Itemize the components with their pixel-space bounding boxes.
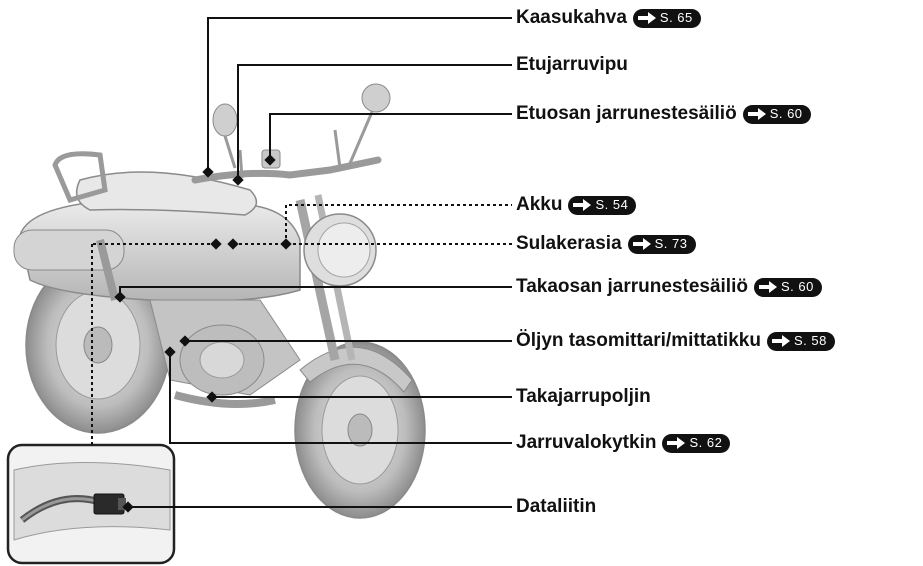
label-text: Sulakerasia (516, 233, 622, 254)
label-text: Etuosan jarrunestesäiliö (516, 103, 737, 124)
label-etuosan-jarrunestesailio: Etuosan jarrunestesäiliö S. 60 (516, 103, 811, 125)
page-ref: S. 65 (659, 10, 693, 25)
label-text: Jarruvalokytkin (516, 432, 657, 453)
page-ref: S. 60 (780, 279, 814, 294)
label-oljyn-tasomittari: Öljyn tasomittari/mittatikku S. 58 (516, 330, 835, 352)
front-wheel (294, 341, 426, 519)
label-takajarrupoljin: Takajarrupoljin (516, 386, 651, 408)
arrow-right-icon (667, 437, 686, 449)
label-jarruvalokytkin: Jarruvalokytkin S. 62 (516, 432, 731, 454)
page-ref: S. 73 (654, 236, 688, 251)
label-takaosan-jarrunestesailio: Takaosan jarrunestesäiliö S. 60 (516, 276, 822, 298)
arrow-right-icon (637, 12, 656, 24)
page-ref-badge[interactable]: S. 58 (766, 331, 835, 351)
page-ref: S. 54 (595, 197, 629, 212)
label-dataliitin: Dataliitin (516, 496, 596, 518)
label-text: Etujarruvipu (516, 54, 628, 75)
page-ref: S. 58 (793, 333, 827, 348)
motorcycle-body (13, 83, 391, 408)
label-text: Akku (516, 194, 563, 215)
label-akku: Akku S. 54 (516, 194, 637, 216)
arrow-right-icon (758, 281, 777, 293)
page-ref: S. 62 (689, 435, 723, 450)
arrow-right-icon (632, 238, 651, 250)
page-ref-badge[interactable]: S. 73 (627, 234, 696, 254)
rear-wheel (25, 256, 171, 434)
label-etujarruvipu: Etujarruvipu (516, 54, 628, 76)
page-ref-badge[interactable]: S. 54 (568, 195, 637, 215)
label-sulakerasia: Sulakerasia S. 73 (516, 233, 696, 255)
label-text: Dataliitin (516, 496, 597, 517)
label-text: Takaosan jarrunestesäiliö (516, 276, 748, 297)
leader-dots (114, 154, 292, 513)
arrow-right-icon (573, 199, 592, 211)
label-text: Takajarrupoljin (516, 386, 651, 407)
page-ref-badge[interactable]: S. 65 (632, 8, 701, 28)
inset-box (6, 443, 176, 565)
page-ref-badge[interactable]: S. 60 (753, 277, 822, 297)
label-text: Kaasukahva (516, 7, 627, 28)
label-text: Öljyn tasomittari/mittatikku (516, 330, 761, 351)
page-ref-badge[interactable]: S. 62 (662, 433, 731, 453)
label-kaasukahva: Kaasukahva S. 65 (516, 7, 701, 29)
page-ref: S. 60 (769, 106, 803, 121)
arrow-right-icon (771, 335, 790, 347)
page-ref-badge[interactable]: S. 60 (742, 104, 811, 124)
arrow-right-icon (747, 108, 766, 120)
